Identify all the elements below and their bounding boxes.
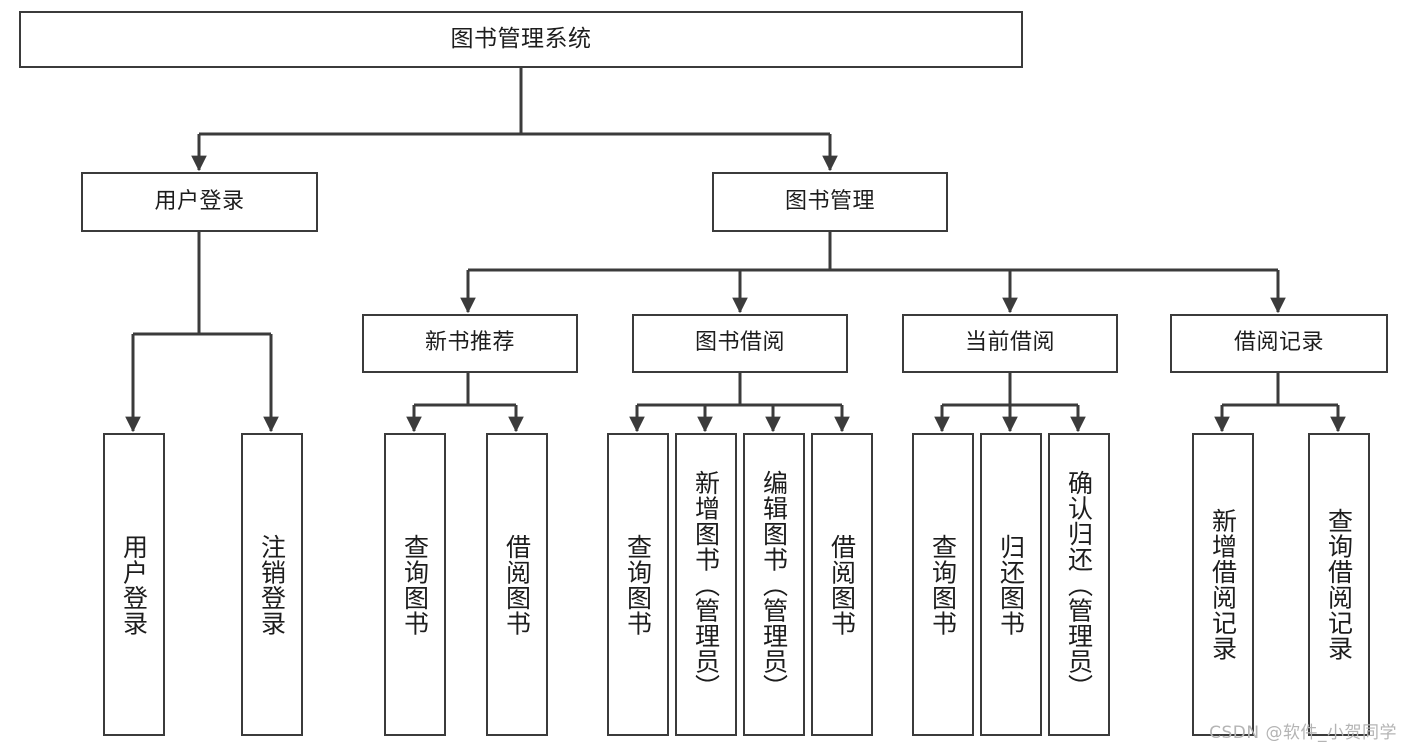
node-borrow-record[interactable]: 借阅记录 bbox=[1170, 314, 1388, 373]
node-label: 查询图书 bbox=[928, 533, 958, 636]
node-label: 新书推荐 bbox=[424, 330, 515, 356]
leaf-current-borrow-confirm-return[interactable]: 确认归还（管理员） bbox=[1048, 433, 1110, 736]
node-book-borrow[interactable]: 图书借阅 bbox=[632, 314, 848, 373]
leaf-book-borrow-add[interactable]: 新增图书（管理员） bbox=[675, 433, 737, 736]
node-label: 用户登录 bbox=[119, 533, 149, 636]
node-label: 查询借阅记录 bbox=[1324, 508, 1354, 661]
node-book-management[interactable]: 图书管理 bbox=[712, 172, 948, 232]
node-label: 当前借阅 bbox=[964, 330, 1055, 356]
leaf-book-borrow-query[interactable]: 查询图书 bbox=[607, 433, 669, 736]
node-label: 注销登录 bbox=[257, 533, 287, 636]
node-label: 归还图书 bbox=[996, 533, 1026, 636]
node-label: 新增借阅记录 bbox=[1208, 508, 1238, 661]
node-label: 图书借阅 bbox=[694, 330, 785, 356]
leaf-book-borrow-borrow[interactable]: 借阅图书 bbox=[811, 433, 873, 736]
node-label: 确认归还（管理员） bbox=[1064, 469, 1094, 700]
node-label: 借阅图书 bbox=[502, 533, 532, 636]
node-label: 借阅图书 bbox=[827, 533, 857, 636]
node-label: 图书管理 bbox=[784, 188, 875, 214]
leaf-current-borrow-query[interactable]: 查询图书 bbox=[912, 433, 974, 736]
leaf-user-login-logout[interactable]: 注销登录 bbox=[241, 433, 303, 736]
node-current-borrow[interactable]: 当前借阅 bbox=[902, 314, 1118, 373]
node-label: 用户登录 bbox=[154, 188, 245, 214]
node-label: 编辑图书（管理员） bbox=[759, 469, 789, 700]
leaf-book-borrow-edit[interactable]: 编辑图书（管理员） bbox=[743, 433, 805, 736]
node-user-login[interactable]: 用户登录 bbox=[81, 172, 318, 232]
watermark-text: CSDN @软件_小贺同学 bbox=[1209, 723, 1397, 743]
node-label: 查询图书 bbox=[400, 533, 430, 636]
leaf-current-borrow-return[interactable]: 归还图书 bbox=[980, 433, 1042, 736]
node-root-system[interactable]: 图书管理系统 bbox=[19, 11, 1023, 68]
leaf-new-book-query[interactable]: 查询图书 bbox=[384, 433, 446, 736]
node-label: 图书管理系统 bbox=[450, 25, 592, 52]
leaf-new-book-borrow[interactable]: 借阅图书 bbox=[486, 433, 548, 736]
node-label: 查询图书 bbox=[623, 533, 653, 636]
node-new-book-recommend[interactable]: 新书推荐 bbox=[362, 314, 578, 373]
leaf-borrow-record-query[interactable]: 查询借阅记录 bbox=[1308, 433, 1370, 736]
node-label: 借阅记录 bbox=[1233, 330, 1324, 356]
node-label: 新增图书（管理员） bbox=[691, 469, 721, 700]
leaf-user-login-login[interactable]: 用户登录 bbox=[103, 433, 165, 736]
leaf-borrow-record-add[interactable]: 新增借阅记录 bbox=[1192, 433, 1254, 736]
